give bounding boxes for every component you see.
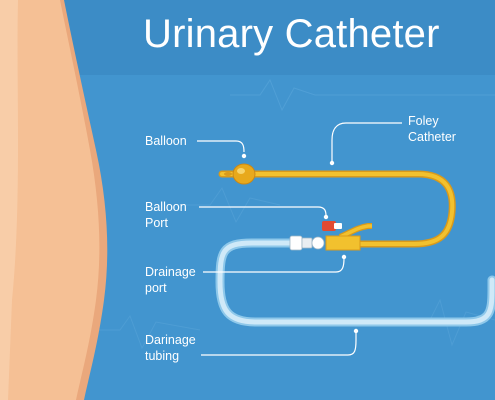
catheter-junction <box>325 235 361 251</box>
label-balloon-port-line2: Port <box>145 216 168 230</box>
leader-dots <box>241 153 359 334</box>
label-drainage-port-line2: port <box>145 281 167 295</box>
drainage-tubing <box>217 240 495 325</box>
label-drainage-tubing-line1: Darinage <box>145 333 196 347</box>
label-drainage-tubing-line2: tubing <box>145 349 180 363</box>
leg-highlight <box>0 0 18 400</box>
diagram-title: Urinary Catheter <box>143 12 440 56</box>
balloon-port-valve <box>334 223 342 229</box>
background-wave <box>230 78 495 112</box>
label-balloon-port-line1: Balloon <box>145 200 187 214</box>
leader-dot <box>323 214 329 220</box>
catheter-tip-eyelet <box>224 172 232 176</box>
leader-line-balloon <box>197 140 245 153</box>
background-wave <box>180 186 281 224</box>
catheter-shaft <box>220 172 455 246</box>
label-foley-line1: Foley <box>408 114 439 128</box>
leader-line-foley <box>331 122 402 162</box>
leader-line-balloon-port <box>199 206 327 217</box>
drainage-port <box>311 236 325 250</box>
balloon-port-cap <box>322 221 336 231</box>
leader-dot <box>241 153 247 159</box>
label-foley-line2: Catheter <box>408 130 456 144</box>
label-balloon-port: Balloon Port <box>145 199 187 231</box>
leader-line-drainage-port <box>203 257 345 273</box>
leader-line-drainage-tubing <box>201 332 357 356</box>
drainage-connector <box>289 235 303 251</box>
leader-dot <box>329 160 335 166</box>
catheter-shaft-outline <box>218 170 456 248</box>
leader-dot <box>353 328 359 334</box>
balloon <box>232 163 256 185</box>
label-drainage-tubing: Darinage tubing <box>145 332 196 364</box>
label-balloon-text: Balloon <box>145 134 187 148</box>
background-wave <box>60 314 201 350</box>
label-drainage-port: Drainage port <box>145 264 196 296</box>
drainage-connector <box>301 237 313 249</box>
balloon-highlight <box>237 168 245 174</box>
label-drainage-port-line1: Drainage <box>145 265 196 279</box>
label-foley-catheter: Foley Catheter <box>408 113 456 145</box>
leader-lines <box>197 122 402 356</box>
label-balloon: Balloon <box>145 133 187 149</box>
leader-dot <box>341 254 347 260</box>
balloon-port-branch <box>339 224 372 239</box>
header-band <box>0 0 495 75</box>
drainage-tubing-outline <box>215 238 495 327</box>
leg <box>0 0 100 400</box>
